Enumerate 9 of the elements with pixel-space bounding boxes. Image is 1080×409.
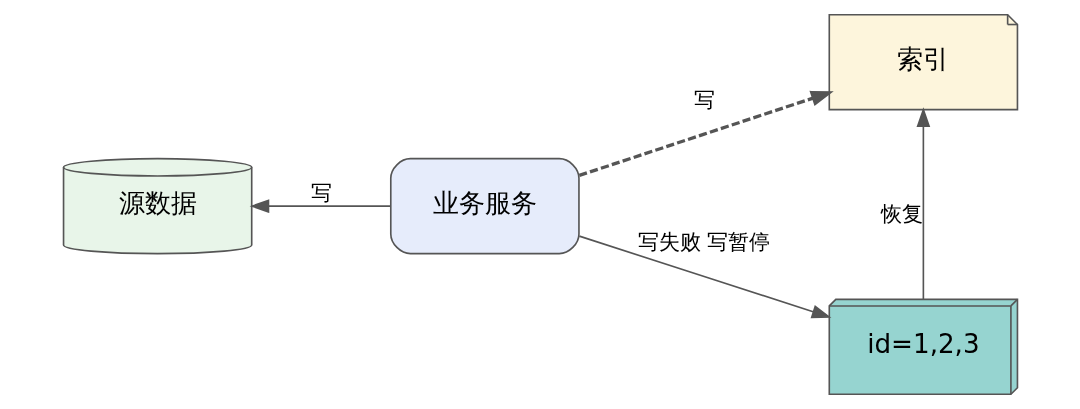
arrow xyxy=(249,199,391,213)
arrow xyxy=(578,90,834,177)
edge-label: 写 xyxy=(310,180,332,206)
edge-label: 恢复 xyxy=(880,201,923,227)
edge-label: 写失败 写暂停 xyxy=(637,229,770,255)
edge-label: 写 xyxy=(693,86,715,112)
node-box: 业务服务 xyxy=(389,157,580,255)
arrow xyxy=(916,107,930,300)
arrow xyxy=(578,235,831,319)
